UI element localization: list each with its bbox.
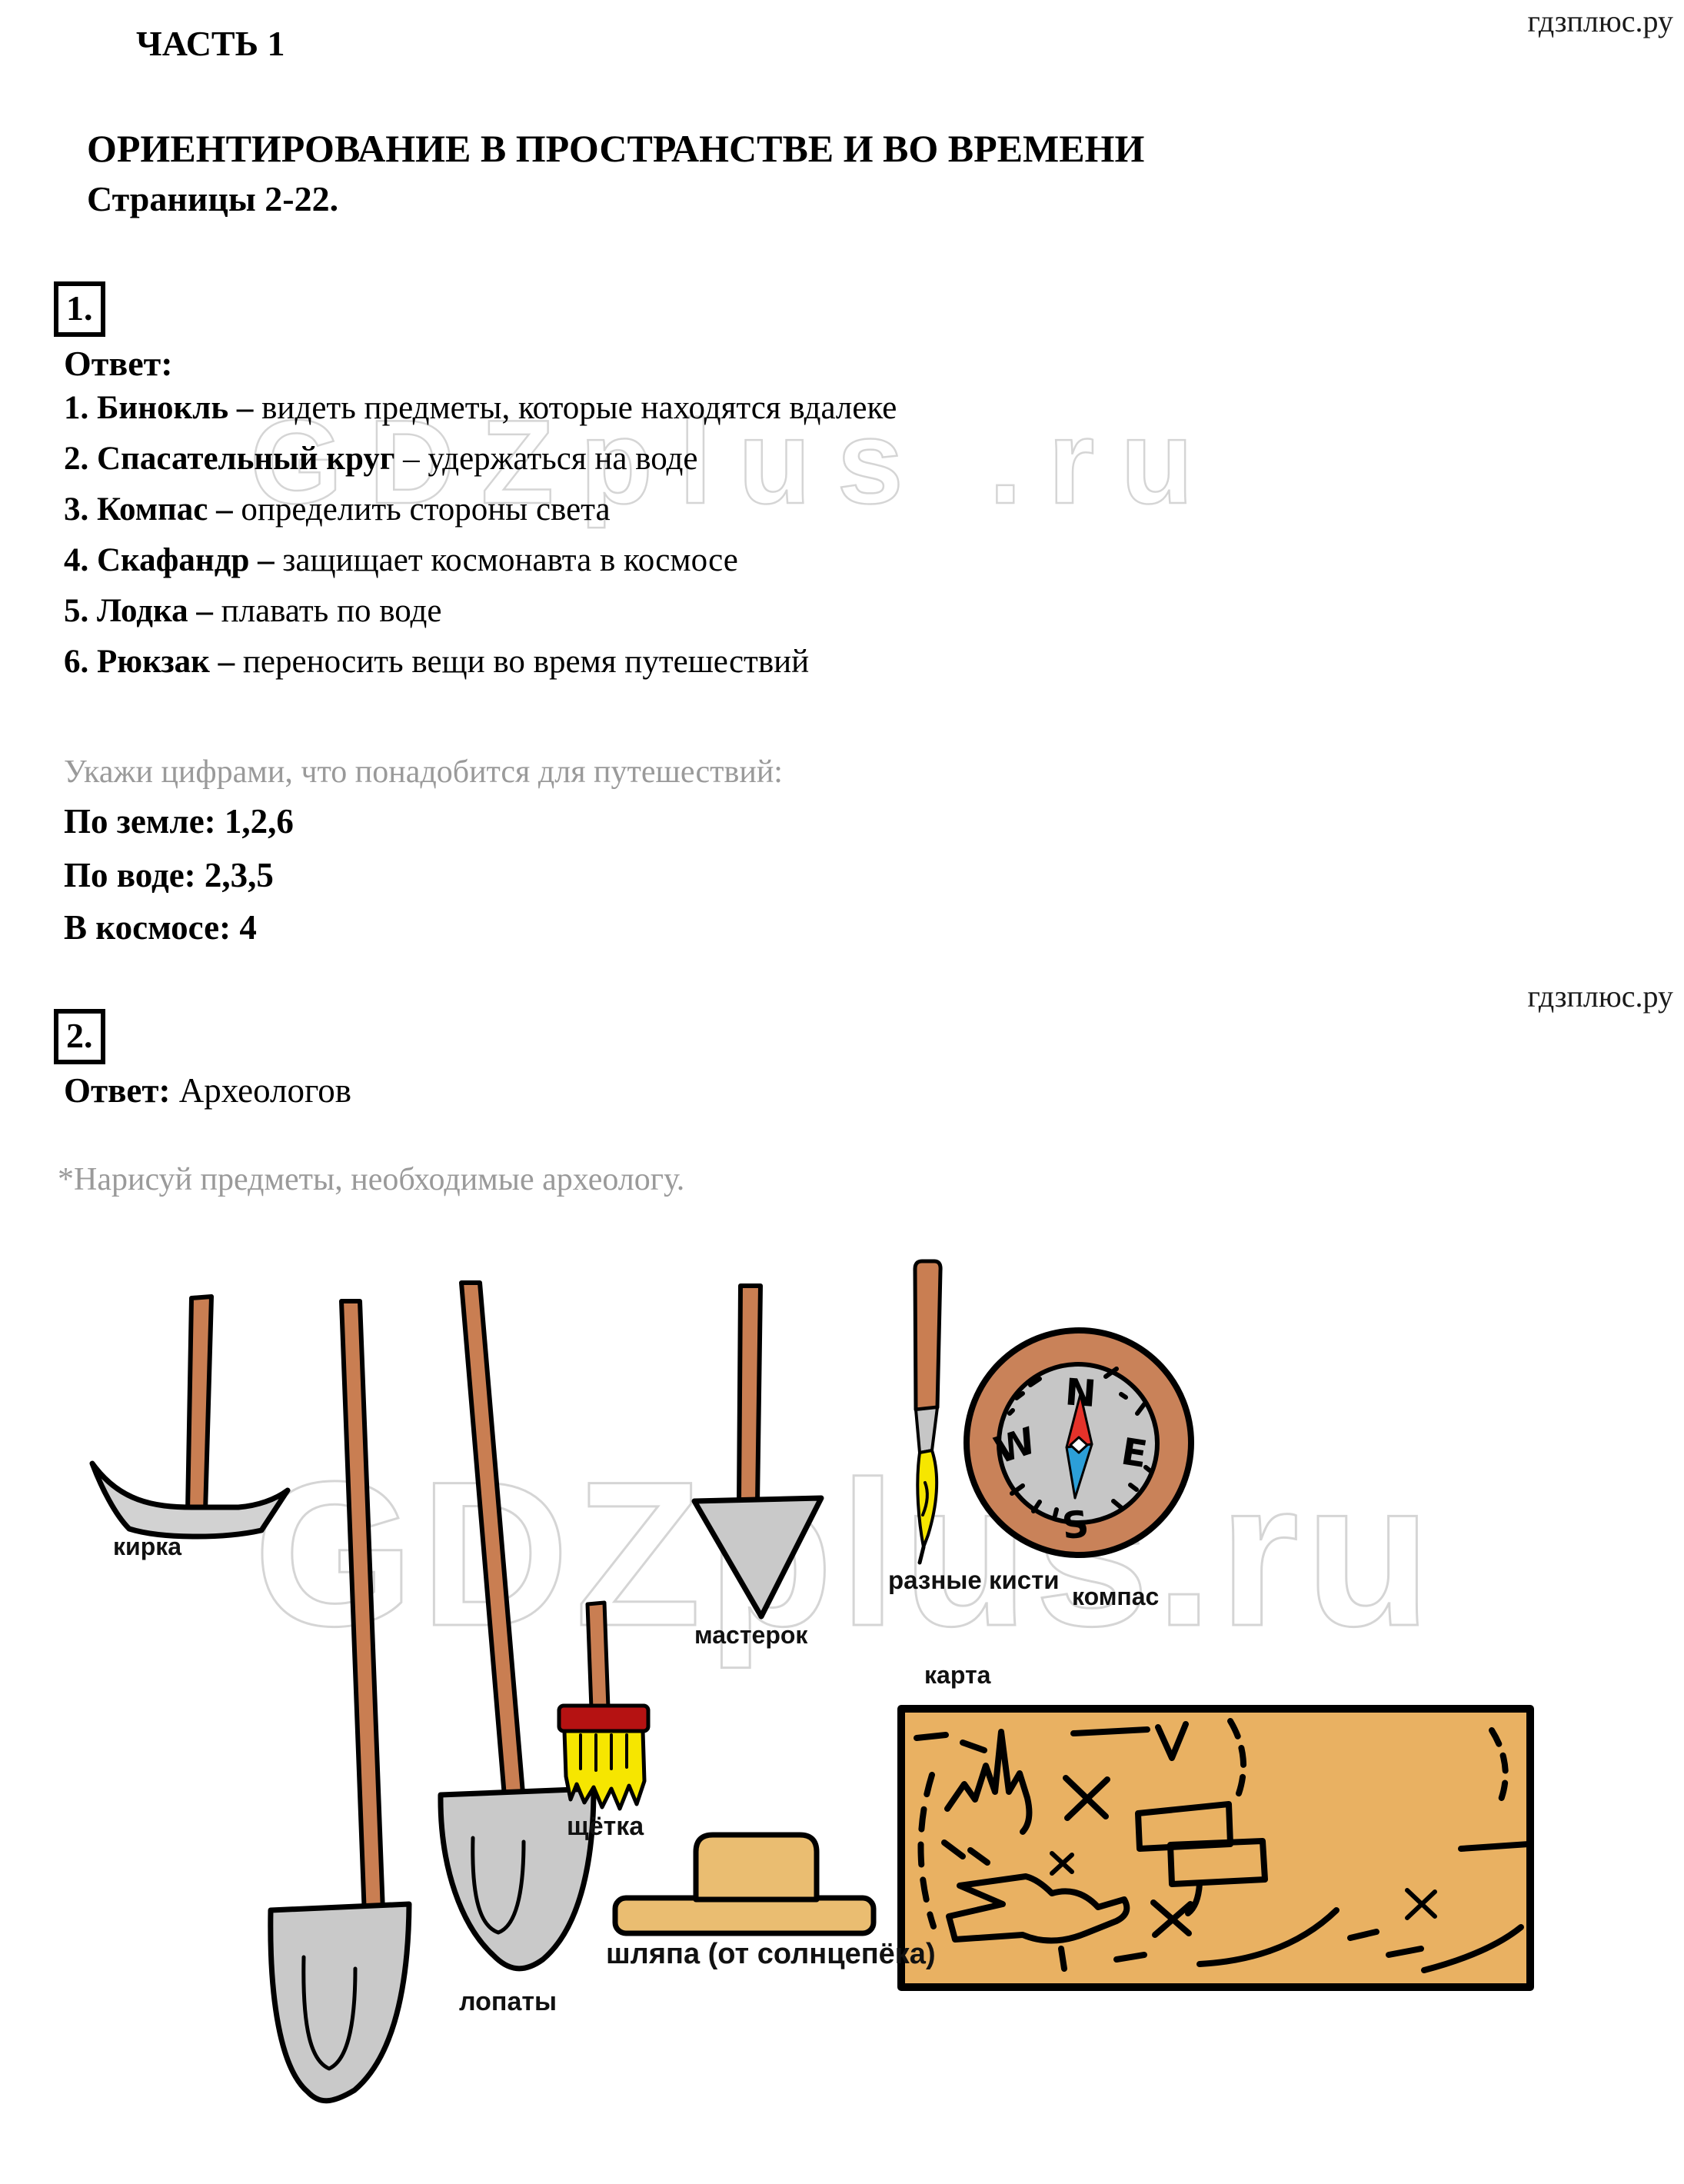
answer-space: В космосе: 4 [64,908,257,947]
compass-needle-pivot [1069,1436,1089,1454]
task2-answer-label: Ответ: [64,1071,171,1110]
map-double-dash [941,1839,990,1866]
shovel1-blade [268,1901,412,2104]
task1-items: 1. Бинокль – видеть предметы, которые на… [64,383,897,687]
hat-crown [693,1832,820,1903]
trowel-handle [737,1283,763,1506]
map-flag-tail [1185,1881,1203,1916]
list-item: 4. Скафандр – защищает космонавта в косм… [64,542,738,578]
list-item: 6. Рюкзак – переносить вещи во время пут… [64,644,810,680]
page-title: ОРИЕНТИРОВАНИЕ В ПРОСТРАНСТВЕ И ВО ВРЕМЕ… [87,127,1145,170]
paintbrush-ferrule [914,1406,939,1454]
map-right-dashes [1347,1841,1532,1958]
site-name-middle: гдзплюс.ру [1527,979,1673,1014]
map-right-curve [1421,1924,1524,1973]
map-dashed-arc-corner [1489,1727,1509,1803]
part-heading: ЧАСТЬ 1 [136,24,285,63]
label-map: карта [924,1661,991,1689]
shovel2-handle [459,1280,525,1799]
label-trowel: мастерок [694,1621,808,1649]
watermark-top: GDZplus .ru [249,395,1220,530]
page-subtitle: Страницы 2-22. [87,179,339,218]
shovel2-blade [438,1786,597,1972]
shovel1-scoop-line [301,1955,358,2071]
brush-bristle-lines [579,1733,628,1772]
map-bottom-dashes [1058,1946,1147,1972]
map-bottom-curve [1196,1907,1340,1967]
map-island [946,1873,1130,1944]
map-x-right [1405,1888,1437,1920]
pickaxe-blade [89,1460,291,1540]
map-dash-topleft [914,1732,987,1753]
task1-number-box: 1. [54,281,105,337]
label-compass: компас [1072,1583,1160,1610]
task2-answer-value: Археологов [170,1071,352,1110]
map-sheet [897,1705,1534,1991]
label-paintbrushes: разные кисти [888,1566,1060,1594]
task1-prompt: Укажи цифрами, что понадобится для путеш… [64,754,783,790]
list-item: 2. Спасательный круг – удержаться на вод… [64,441,698,477]
map-x-bottom [1150,1899,1193,1938]
label-shovels: лопаты [459,1987,557,2016]
brush-bristles [562,1729,647,1811]
list-item: 5. Лодка – плавать по воде [64,593,442,629]
map-v-mark [1155,1721,1189,1761]
map-flag-lower [1167,1838,1268,1887]
task2-note: *Нарисуй предметы, необходимые археологу… [58,1162,685,1197]
task2-number-box: 2. [54,1009,105,1064]
compass-ticks [1007,1367,1152,1518]
brush-band [557,1703,651,1733]
map-dashed-arc-topright [1227,1718,1247,1799]
map-dashed-trail-left [917,1772,937,1929]
map-x-large [1063,1775,1110,1821]
paintbrush-bristle-line [921,1481,929,1516]
shovel2-scoop-line [471,1836,526,1935]
map-mountains [944,1729,1033,1835]
label-hat: шляпа (от солнцепёка) [606,1938,936,1970]
list-item: 1. Бинокль – видеть предметы, которые на… [64,390,897,426]
trowel-blade [691,1495,824,1620]
list-item: 3. Компас – определить стороны света [64,491,611,528]
watermark-bottom: GDZplus.ru [252,1437,1438,1670]
answer-land: По земле: 1,2,6 [64,802,294,841]
answer-water: По воде: 2,3,5 [64,856,274,894]
map-top-dash [1070,1726,1150,1736]
label-brush: щётка [567,1812,644,1841]
hat-brim [612,1895,877,1936]
task1-answer-label: Ответ: [64,344,173,383]
site-name-top: гдзплюс.ру [1527,4,1673,38]
pickaxe-handle [185,1294,214,1514]
map-x-small [1050,1851,1074,1876]
compass-letter-s: S [1060,1503,1091,1548]
paintbrush-handle [913,1259,943,1412]
paintbrush-tip [917,1545,926,1565]
shovel1-handle [339,1299,385,1919]
label-pickaxe: кирка [113,1533,182,1560]
brush-handle [585,1600,611,1711]
task2-answer: Ответ: Археологов [64,1070,351,1110]
